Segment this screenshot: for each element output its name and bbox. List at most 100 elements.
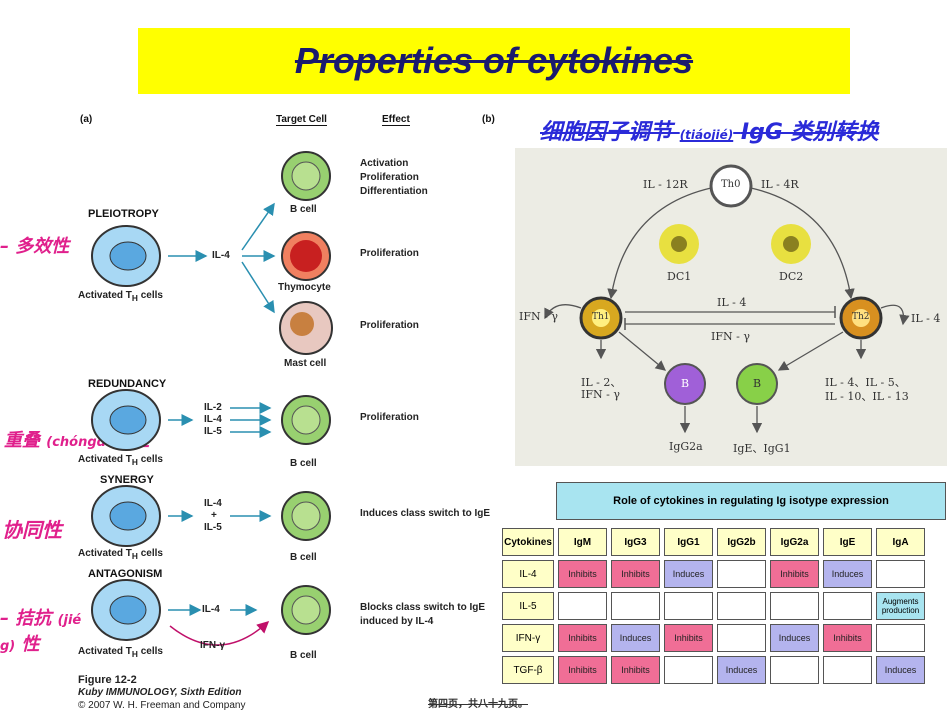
table-cell: Inhibits <box>558 624 607 652</box>
activated-th-label-1: Activated TH cells <box>78 290 163 303</box>
dc1-cell <box>659 224 699 264</box>
th2-label: Th2 <box>852 312 870 322</box>
table-header-cell: IgG2b <box>717 528 766 556</box>
table-header-cell: IgG2a <box>770 528 819 556</box>
effect-differentiation: Differentiation <box>360 186 428 197</box>
il2-label: IL-2 <box>204 402 222 413</box>
th1-output-2: IFN - γ <box>581 388 620 401</box>
ifn-left-label: IFN - γ <box>519 310 558 323</box>
table-cell <box>664 656 713 684</box>
heading-synergy: SYNERGY <box>100 474 154 486</box>
activated-th-label-2: Activated TH cells <box>78 454 163 467</box>
th-cell-antagonism <box>91 579 161 641</box>
activated-sub: H <box>131 551 138 561</box>
table-cell: Inhibits <box>558 560 607 588</box>
thymocyte-label: Thymocyte <box>278 282 331 293</box>
table-cell <box>876 560 925 588</box>
table-cell <box>717 624 766 652</box>
effect-proliferation-4: Proliferation <box>360 412 419 423</box>
table-title: Role of cytokines in regulating Ig isoty… <box>556 482 946 520</box>
il4-right-label: IL - 4 <box>911 312 941 325</box>
b-label-2: B <box>753 377 762 390</box>
b-cell-label-1: B cell <box>290 204 317 215</box>
table-cell: Induces <box>611 624 660 652</box>
activated-tail: cells <box>137 454 163 465</box>
table-header-cell: IgM <box>558 528 607 556</box>
table-cell: Inhibits <box>558 656 607 684</box>
table-cell <box>823 592 872 620</box>
table-cell <box>611 592 660 620</box>
table-cell: Augments production <box>876 592 925 620</box>
il4-mid-label: IL - 4 <box>717 296 747 309</box>
right-title-tail: IgG 类别转换 <box>740 120 879 145</box>
th1-output-1: IL - 2、 <box>581 376 622 389</box>
effect-proliferation-1: Proliferation <box>360 172 419 183</box>
title-banner: Properties of cytokines <box>138 28 850 94</box>
right-title-main: 细胞因子调节 <box>540 120 673 145</box>
table-cell <box>770 592 819 620</box>
activated-sub: H <box>131 457 138 467</box>
table-header-cell: IgE <box>823 528 872 556</box>
effect-proliferation-2: Proliferation <box>360 248 419 259</box>
effect-blocks-2: induced by IL-4 <box>360 616 434 627</box>
label-antagonism-main: – 拮抗 <box>0 608 52 629</box>
b-cell-green <box>736 363 778 405</box>
il4r-label: IL - 4R <box>761 178 799 191</box>
b-label-1: B <box>681 377 690 390</box>
table-cell: Inhibits <box>664 624 713 652</box>
il5-label-redundancy: IL-5 <box>204 426 222 437</box>
table-header-cell: IgG1 <box>664 528 713 556</box>
il5-label-synergy: IL-5 <box>204 522 222 533</box>
activated-th-label-3: Activated TH cells <box>78 548 163 561</box>
ifn-label-antagonism: IFN-γ <box>200 640 225 651</box>
activated-tail: cells <box>137 646 163 657</box>
b-cell-purple <box>664 363 706 405</box>
panel-a-label: (a) <box>80 114 93 125</box>
th-cell-redundancy <box>91 389 161 451</box>
effect-blocks: Blocks class switch to IgE <box>360 602 486 613</box>
figure-caption-copyright: © 2007 W. H. Freeman and Company <box>78 700 246 711</box>
b-cell-pleiotropy <box>281 151 331 201</box>
label-antagonism-pinyin1: (jié <box>57 613 82 628</box>
panel-b-label: (b) <box>482 114 495 125</box>
il12r-label: IL - 12R <box>643 178 688 191</box>
table-cell: Inhibits <box>611 560 660 588</box>
label-synergy-cn: 协同性 <box>2 518 62 542</box>
table-cell: Induces <box>717 656 766 684</box>
table-cell: Induces <box>664 560 713 588</box>
mast-cell <box>279 301 333 355</box>
right-title: 细胞因子调节 (tiáojié) IgG 类别转换 <box>540 114 879 146</box>
activated-tail: cells <box>137 548 163 559</box>
igg2a-label: IgG2a <box>669 440 703 453</box>
heading-redundancy: REDUNDANCY <box>88 378 167 390</box>
ifn-mid-label: IFN - γ <box>711 330 750 343</box>
il4-label-synergy: IL-4 <box>204 498 222 509</box>
activated-sub: H <box>131 293 138 303</box>
il4-label-pleiotropy: IL-4 <box>212 250 230 261</box>
table-cell: Induces <box>770 624 819 652</box>
table-cell <box>717 592 766 620</box>
b-cell-synergy <box>281 491 331 541</box>
col-effect: Effect <box>382 114 410 126</box>
table-cell <box>558 592 607 620</box>
right-title-pinyin: (tiáojié) <box>679 128 734 142</box>
table-cell: Inhibits <box>611 656 660 684</box>
b-cell-label-4: B cell <box>290 650 317 661</box>
figure-caption-book: Kuby IMMUNOLOGY, Sixth Edition <box>78 687 242 698</box>
activated-tail: cells <box>137 290 163 301</box>
table-cell <box>876 624 925 652</box>
b-cell-redundancy <box>281 395 331 445</box>
activated-text: Activated T <box>78 548 132 559</box>
b-cell-label-2: B cell <box>290 458 317 469</box>
page-footer: 第四页，共八十九页。 <box>428 699 528 710</box>
thymocyte <box>281 231 331 281</box>
table-cell: Induces <box>823 560 872 588</box>
th-cell-pleiotropy <box>91 225 161 287</box>
figure-caption-number: Figure 12-2 <box>78 674 137 686</box>
activated-text: Activated T <box>78 454 132 465</box>
heading-pleiotropy: PLEIOTROPY <box>88 208 159 220</box>
